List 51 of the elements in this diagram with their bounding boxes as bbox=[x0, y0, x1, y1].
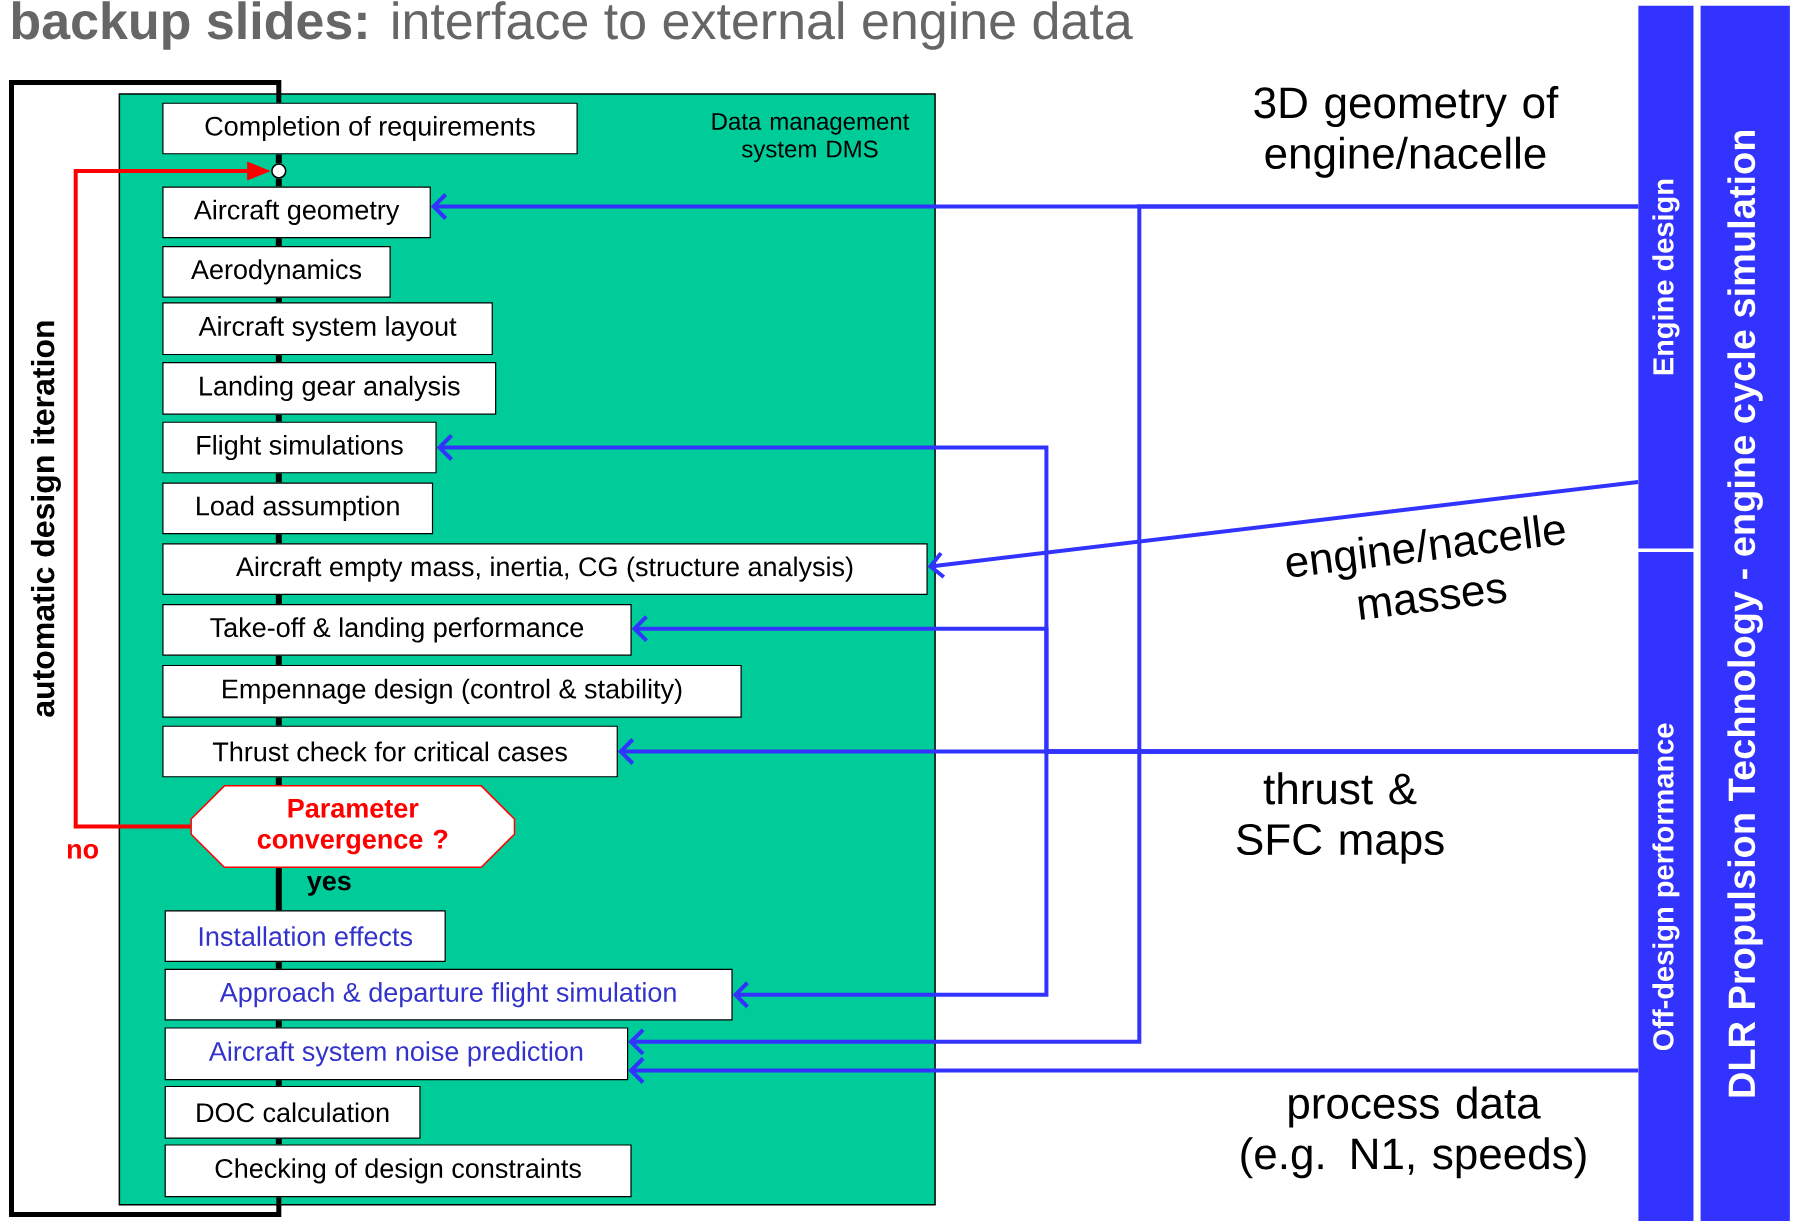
arrow bbox=[927, 479, 1639, 579]
process-box: Empennage design (control & stability) bbox=[162, 664, 742, 718]
side-bar: Engine design bbox=[1638, 5, 1694, 549]
process-box: Installation effects bbox=[164, 910, 446, 963]
edge-label: no bbox=[67, 843, 99, 859]
flow-line bbox=[275, 1138, 282, 1145]
side-label: automatic design iteration bbox=[30, 321, 61, 717]
arrow bbox=[732, 749, 1639, 1009]
flow-line bbox=[275, 777, 282, 786]
process-box: DOC calculation bbox=[164, 1085, 421, 1139]
flow-line bbox=[275, 868, 282, 911]
flow-line bbox=[275, 962, 282, 969]
flow-line bbox=[275, 178, 282, 187]
process-box: Take-off & landing performance bbox=[162, 604, 632, 656]
process-box: Aircraft system noise prediction bbox=[164, 1027, 629, 1081]
process-box: Thrust check for critical cases bbox=[162, 725, 618, 778]
flow-line bbox=[275, 594, 282, 605]
process-box: Landing gear analysis bbox=[162, 362, 497, 415]
edge-label: yes bbox=[307, 875, 351, 896]
flow-line bbox=[275, 297, 282, 303]
flow-line bbox=[275, 1020, 282, 1028]
process-box: Aircraft system layout bbox=[162, 302, 493, 356]
flow-line bbox=[275, 238, 282, 247]
flow-line bbox=[275, 414, 282, 422]
side-bar: Off-design performance bbox=[1638, 551, 1694, 1221]
process-box: Load assumption bbox=[162, 482, 434, 535]
decision-box: Parameter convergence ? bbox=[190, 785, 516, 869]
process-box: Aircraft geometry bbox=[162, 186, 431, 239]
process-box: Checking of design constraints bbox=[164, 1144, 632, 1198]
process-box: Aircraft empty mass, inertia, CG (structure analysis) bbox=[162, 543, 928, 595]
arrow bbox=[628, 204, 1639, 1056]
process-box: Approach & departure flight simulation bbox=[164, 968, 733, 1021]
edge-label: thrust & SFC maps bbox=[1237, 772, 1444, 864]
process-box: Flight simulations bbox=[162, 421, 437, 474]
flow-line bbox=[275, 717, 282, 726]
arrow bbox=[628, 1057, 1639, 1084]
flow-line bbox=[275, 473, 282, 483]
flow-line bbox=[275, 1080, 282, 1086]
junction-circle bbox=[271, 163, 287, 179]
edge-label: engine/nacelle masses bbox=[1286, 515, 1565, 620]
process-box: Completion of requirements bbox=[162, 102, 578, 155]
edge-label: 3D geometry of engine/nacelle bbox=[1254, 86, 1559, 178]
edge-label: process data (e.g. N1, speeds) bbox=[1241, 1086, 1586, 1179]
flow-line bbox=[275, 655, 282, 665]
flow-line bbox=[275, 154, 282, 164]
loop-line bbox=[9, 80, 282, 1217]
flow-line bbox=[275, 355, 282, 362]
title: backup slides: interface to external engine data bbox=[12, 1, 1133, 50]
flow-line bbox=[275, 534, 282, 544]
process-box: Aerodynamics bbox=[162, 246, 391, 298]
side-bar: DLR Propulsion Technology - engine cycle simulation bbox=[1700, 5, 1790, 1221]
